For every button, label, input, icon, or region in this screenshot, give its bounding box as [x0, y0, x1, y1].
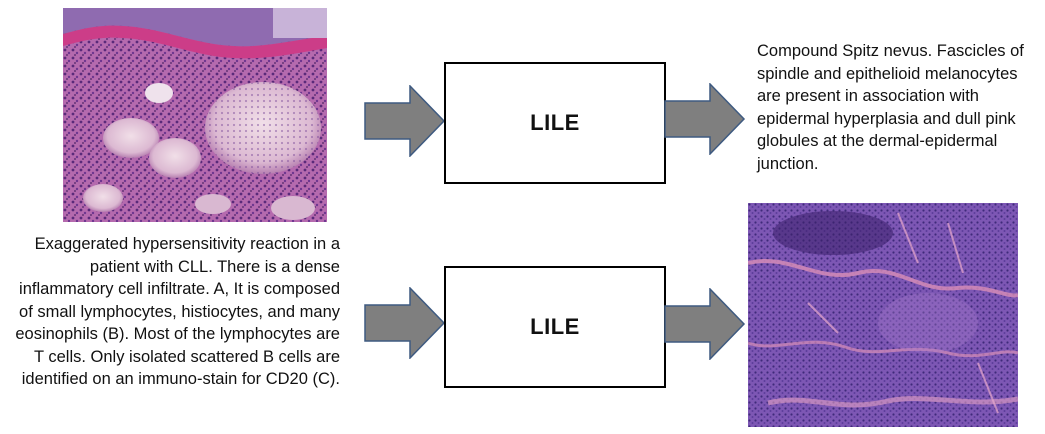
lile-box-top: LILE — [444, 62, 666, 184]
output-arrow-top — [664, 83, 746, 155]
input-arrow-bottom — [364, 287, 446, 359]
lile-box-bottom: LILE — [444, 266, 666, 388]
lile-label-bottom: LILE — [530, 314, 580, 339]
lile-label-top: LILE — [530, 110, 580, 135]
hypersensitivity-caption: Exaggerated hypersensitivity reaction in… — [15, 235, 340, 388]
spitz-nevus-histology-image — [63, 8, 327, 222]
input-arrow-top — [364, 85, 446, 157]
dense-infiltrate-histology-image — [748, 203, 1018, 427]
output-arrow-bottom — [664, 288, 746, 360]
spitz-nevus-caption: Compound Spitz nevus. Fascicles of spind… — [757, 42, 1024, 173]
